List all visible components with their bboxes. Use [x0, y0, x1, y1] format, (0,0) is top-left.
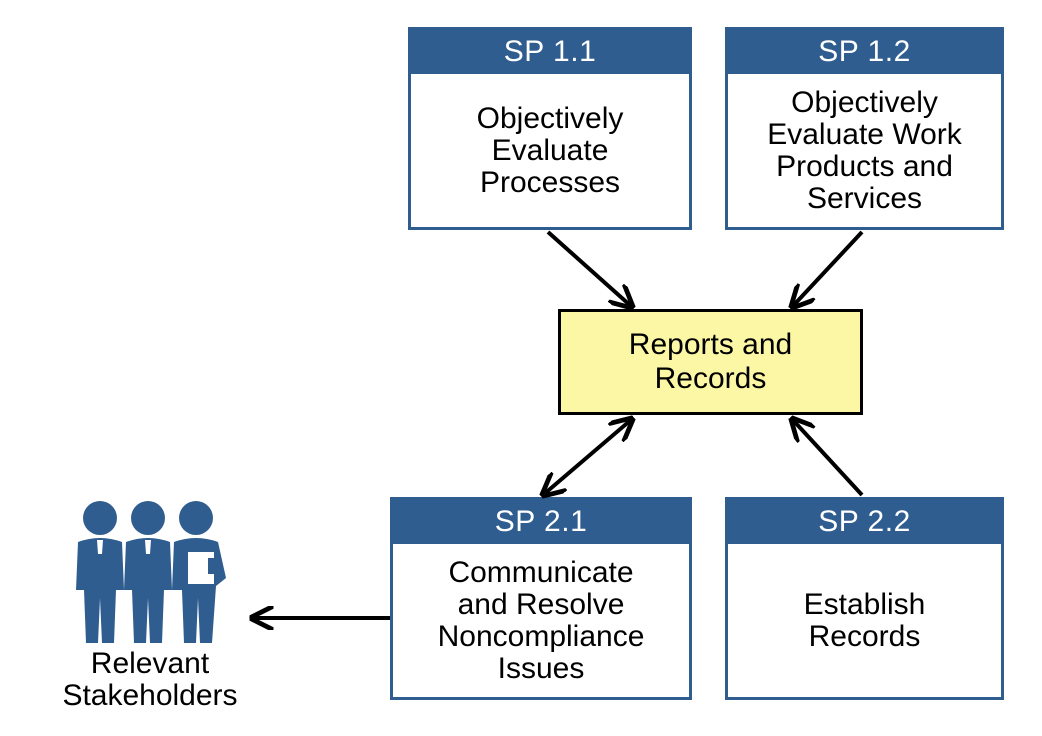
- sp-1-2-line: Products and: [776, 149, 953, 183]
- sp-2-1-line: Issues: [497, 651, 585, 685]
- stakeholders-line: Relevant: [90, 647, 210, 680]
- reports-and-records-box: Reports and Records: [558, 309, 863, 415]
- sp-1-1-header: SP 1.1: [411, 30, 689, 74]
- arrow-sp12-to-center: [792, 230, 864, 307]
- sp-1-1-box: SP 1.1 Objectively Evaluate Processes: [408, 27, 692, 230]
- sp-2-1-header: SP 2.1: [393, 500, 689, 544]
- sp-1-2-line: Services: [806, 181, 923, 215]
- sp-2-1-line: and Resolve: [457, 587, 625, 621]
- relevant-stakeholders-label: Relevant Stakeholders: [30, 648, 270, 712]
- arrow-sp22-to-center: [792, 419, 864, 497]
- sp-2-1-line: Communicate: [448, 555, 634, 589]
- sp-1-1-line: Objectively: [476, 101, 624, 135]
- arrow-center-sp21-bidirectional: [543, 419, 632, 495]
- sp-1-1-line: Processes: [479, 165, 621, 199]
- sp-1-1-body: Objectively Evaluate Processes: [411, 74, 689, 227]
- sp-1-2-box: SP 1.2 Objectively Evaluate Work Product…: [725, 27, 1004, 230]
- sp-2-2-box: SP 2.2 Establish Records: [725, 497, 1004, 700]
- sp-1-1-line: Evaluate: [491, 133, 609, 167]
- sp-1-2-body: Objectively Evaluate Work Products and S…: [728, 74, 1001, 227]
- sp-2-2-line: Records: [808, 619, 921, 653]
- sp-2-1-box: SP 2.1 Communicate and Resolve Noncompli…: [390, 497, 692, 700]
- sp-2-1-body: Communicate and Resolve Noncompliance Is…: [393, 544, 689, 697]
- arrow-sp11-to-center: [546, 230, 632, 307]
- sp-1-2-line: Evaluate Work: [767, 117, 962, 151]
- sp-1-2-header: SP 1.2: [728, 30, 1001, 74]
- stakeholders-line: Stakeholders: [62, 679, 238, 712]
- sp-2-2-header: SP 2.2: [728, 500, 1001, 544]
- people-group-icon: [76, 501, 226, 643]
- sp-2-1-line: Noncompliance: [437, 619, 645, 653]
- sp-2-2-body: Establish Records: [728, 544, 1001, 697]
- sp-1-2-line: Objectively: [791, 85, 938, 119]
- sp-2-2-line: Establish: [803, 587, 926, 621]
- center-line: Records: [654, 362, 767, 395]
- center-line: Reports and: [628, 328, 793, 361]
